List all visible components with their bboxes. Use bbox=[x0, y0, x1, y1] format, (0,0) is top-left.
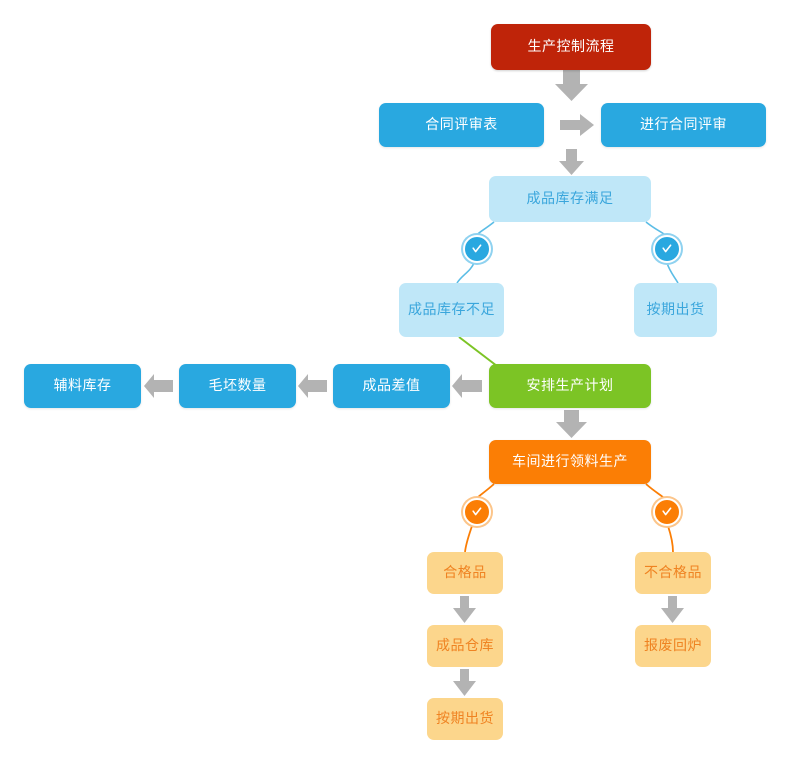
edge-blank-qty-to-aux-stock bbox=[144, 374, 173, 398]
node-stock-short[interactable]: 成品库存不足 bbox=[399, 283, 504, 337]
node-workshop-label: 车间进行领料生产 bbox=[512, 453, 628, 470]
node-fg-warehouse-label: 成品仓库 bbox=[436, 637, 494, 654]
node-root[interactable]: 生产控制流程 bbox=[491, 24, 651, 70]
node-stock-ok[interactable]: 成品库存满足 bbox=[489, 176, 651, 222]
node-aux-stock[interactable]: 辅料库存 bbox=[24, 364, 141, 408]
node-qualified[interactable]: 合格品 bbox=[427, 552, 503, 594]
edge-contract-form-to-stock-ok bbox=[559, 149, 584, 175]
node-blank-qty-label: 毛坯数量 bbox=[208, 377, 267, 394]
node-root-label: 生产控制流程 bbox=[527, 38, 615, 55]
node-contract-form-label: 合同评审表 bbox=[425, 116, 498, 133]
badge-inspect-right[interactable] bbox=[653, 498, 681, 526]
node-workshop[interactable]: 车间进行领料生产 bbox=[489, 440, 651, 484]
edge-fg-warehouse-to-ship bbox=[453, 669, 476, 696]
node-stock-short-label: 成品库存不足 bbox=[408, 301, 495, 318]
check-circle-icon bbox=[662, 244, 672, 253]
node-qualified-label: 合格品 bbox=[443, 564, 487, 581]
node-stock-ok-label: 成品库存满足 bbox=[526, 190, 614, 207]
check-circle-icon bbox=[472, 507, 482, 516]
node-ship-on-time-2-label: 按期出货 bbox=[436, 710, 494, 727]
node-plan-production-label: 安排生产计划 bbox=[526, 377, 614, 394]
node-plan-production[interactable]: 安排生产计划 bbox=[489, 364, 651, 408]
node-unqualified-label: 不合格品 bbox=[644, 564, 702, 581]
check-circle-icon bbox=[472, 244, 482, 253]
node-blank-qty[interactable]: 毛坯数量 bbox=[179, 364, 296, 408]
node-aux-stock-label: 辅料库存 bbox=[53, 377, 112, 394]
node-product-diff[interactable]: 成品差值 bbox=[333, 364, 450, 408]
edge-stock-short-to-plan bbox=[458, 336, 498, 367]
badge-stock-right[interactable] bbox=[653, 235, 681, 263]
node-scrap-remelt-label: 报废回炉 bbox=[644, 637, 702, 654]
node-contract-form[interactable]: 合同评审表 bbox=[379, 103, 544, 147]
node-contract-review[interactable]: 进行合同评审 bbox=[601, 103, 766, 147]
edge-qualified-to-fg-warehouse bbox=[453, 596, 476, 623]
edge-contract-form-to-review bbox=[560, 114, 594, 136]
node-ship-on-time-2[interactable]: 按期出货 bbox=[427, 698, 503, 740]
edge-plan-to-product-diff bbox=[452, 374, 482, 398]
node-product-diff-label: 成品差值 bbox=[362, 377, 421, 394]
edge-root-to-contract-form bbox=[555, 70, 588, 101]
edge-product-diff-to-blank-qty bbox=[298, 374, 327, 398]
check-circle-icon bbox=[662, 507, 672, 516]
node-contract-review-label: 进行合同评审 bbox=[640, 116, 727, 133]
node-ship-on-time-1-label: 按期出货 bbox=[646, 301, 705, 318]
node-fg-warehouse[interactable]: 成品仓库 bbox=[427, 625, 503, 667]
edge-plan-to-workshop bbox=[556, 410, 587, 438]
node-ship-on-time-1[interactable]: 按期出货 bbox=[634, 283, 717, 337]
badge-stock-left[interactable] bbox=[463, 235, 491, 263]
node-scrap-remelt[interactable]: 报废回炉 bbox=[635, 625, 711, 667]
edge-unqualified-to-scrap bbox=[661, 596, 684, 623]
badge-inspect-left[interactable] bbox=[463, 498, 491, 526]
node-unqualified[interactable]: 不合格品 bbox=[635, 552, 711, 594]
